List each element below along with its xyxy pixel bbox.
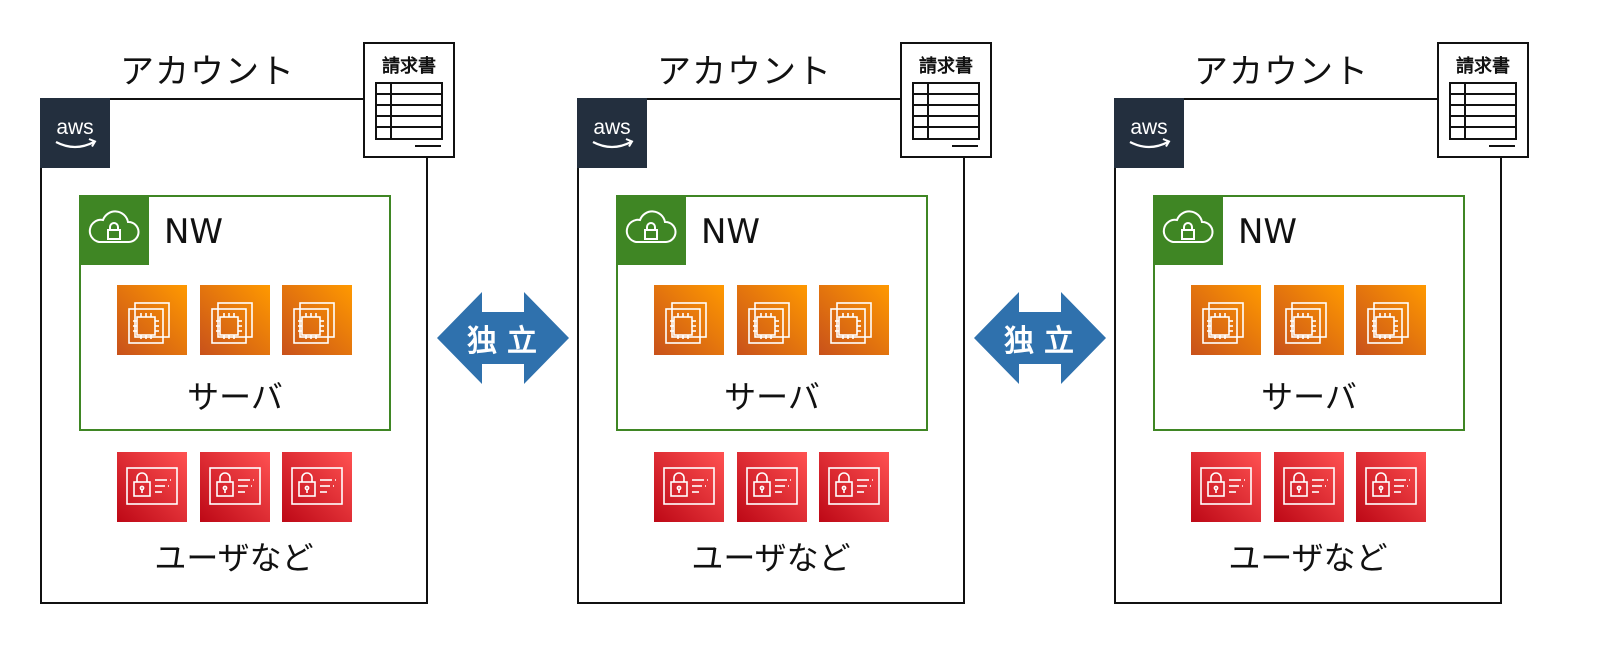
ec2-chip-icon <box>1191 285 1261 355</box>
id-card-lock-icon <box>819 452 889 522</box>
aws-logo-icon: aws <box>1114 98 1184 168</box>
independent-arrow: 独立 <box>437 292 569 384</box>
aws-logo-icon: aws <box>40 98 110 168</box>
account-group: アカウント aws 請求書 NW <box>537 0 992 661</box>
account-group: アカウント aws 請求書 NW <box>1074 0 1529 661</box>
account-title: アカウント <box>657 52 832 92</box>
cloud-lock-icon <box>79 195 149 265</box>
double-arrow-icon <box>974 292 1106 384</box>
aws-logo-text: aws <box>1130 116 1167 139</box>
account-title: アカウント <box>1194 52 1369 92</box>
ec2-chip-icon <box>1356 285 1426 355</box>
id-card-lock-icon <box>1191 452 1261 522</box>
ec2-chip-icon <box>282 285 352 355</box>
invoice-table-icon <box>375 82 443 147</box>
network-box <box>1153 195 1465 431</box>
double-arrow-icon <box>437 292 569 384</box>
invoice-label: 請求書 <box>1456 56 1510 77</box>
users-label: ユーザなど <box>1228 539 1388 577</box>
network-label: NW <box>701 212 761 252</box>
ec2-chip-icon <box>200 285 270 355</box>
id-card-lock-icon <box>200 452 270 522</box>
invoice-document-icon: 請求書 <box>900 42 992 158</box>
server-label: サーバ <box>1261 378 1357 416</box>
users-label: ユーザなど <box>691 539 851 577</box>
independent-arrow: 独立 <box>974 292 1106 384</box>
independent-label: 独立 <box>1004 324 1084 359</box>
id-card-lock-icon <box>654 452 724 522</box>
network-label: NW <box>164 212 224 252</box>
network-label: NW <box>1238 212 1298 252</box>
ec2-chip-icon <box>117 285 187 355</box>
ec2-chip-icon <box>1274 285 1344 355</box>
users-label: ユーザなど <box>154 539 314 577</box>
network-box <box>616 195 928 431</box>
aws-logo-text: aws <box>56 116 93 139</box>
server-label: サーバ <box>187 378 283 416</box>
ec2-chip-icon <box>654 285 724 355</box>
invoice-label: 請求書 <box>919 56 973 77</box>
id-card-lock-icon <box>1274 452 1344 522</box>
id-card-lock-icon <box>737 452 807 522</box>
invoice-document-icon: 請求書 <box>363 42 455 158</box>
aws-logo-text: aws <box>593 116 630 139</box>
id-card-lock-icon <box>1356 452 1426 522</box>
invoice-table-icon <box>912 82 980 147</box>
id-card-lock-icon <box>117 452 187 522</box>
ec2-chip-icon <box>737 285 807 355</box>
invoice-document-icon: 請求書 <box>1437 42 1529 158</box>
account-group: アカウント aws 請求書 NW <box>0 0 455 661</box>
network-box <box>79 195 391 431</box>
aws-logo-icon: aws <box>577 98 647 168</box>
invoice-label: 請求書 <box>382 56 436 77</box>
ec2-chip-icon <box>819 285 889 355</box>
cloud-lock-icon <box>616 195 686 265</box>
id-card-lock-icon <box>282 452 352 522</box>
account-title: アカウント <box>120 52 295 92</box>
server-label: サーバ <box>724 378 820 416</box>
invoice-table-icon <box>1449 82 1517 147</box>
cloud-lock-icon <box>1153 195 1223 265</box>
independent-label: 独立 <box>467 324 547 359</box>
